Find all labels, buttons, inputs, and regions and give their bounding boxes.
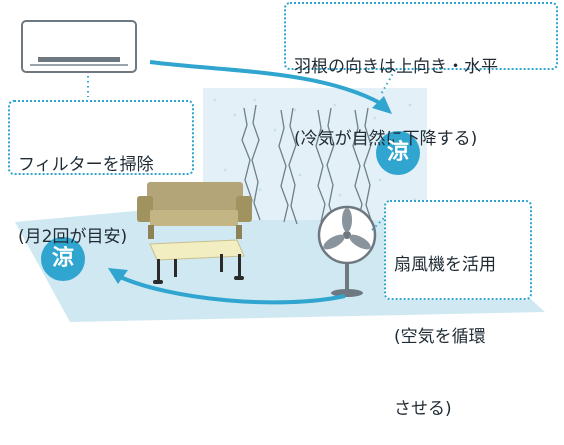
airflow-arrow-bottom [117, 274, 346, 305]
wall-dots [213, 98, 417, 202]
callout-filter: フィルターを掃除 (月2回が目安) [8, 100, 194, 247]
airflow-arrow-top [149, 60, 383, 106]
leader-lines [87, 69, 396, 231]
arrow-head-top [372, 96, 392, 114]
callout-fan: 扇風機を活用 (空気を循環 させる) [384, 200, 532, 419]
cool-air-lines [241, 104, 373, 225]
callout-fan-line2: (空気を循環 [394, 327, 486, 347]
callout-filter-line2: (月2回が目安) [18, 227, 128, 247]
callout-fan-line3: させる) [394, 399, 452, 419]
table-icon [149, 239, 245, 284]
arrow-head-bottom [108, 268, 128, 284]
electric-fan-icon [317, 205, 377, 297]
callout-filter-line1: フィルターを掃除 [18, 155, 154, 175]
sofa-icon [137, 182, 252, 239]
cool-badge-left-text: 涼 [51, 246, 74, 271]
callout-louver: 羽根の向きは上向き・水平 (冷気が自然に下降する) [284, 2, 558, 149]
callout-louver-line1: 羽根の向きは上向き・水平 [294, 57, 498, 77]
air-conditioner-icon [21, 20, 137, 73]
cool-badge-right-text: 涼 [386, 140, 409, 165]
callout-fan-line1: 扇風機を活用 [394, 255, 496, 275]
cool-badge-right [376, 131, 420, 175]
cool-badge-left [41, 237, 85, 281]
callout-louver-line2: (冷気が自然に下降する) [294, 129, 478, 149]
